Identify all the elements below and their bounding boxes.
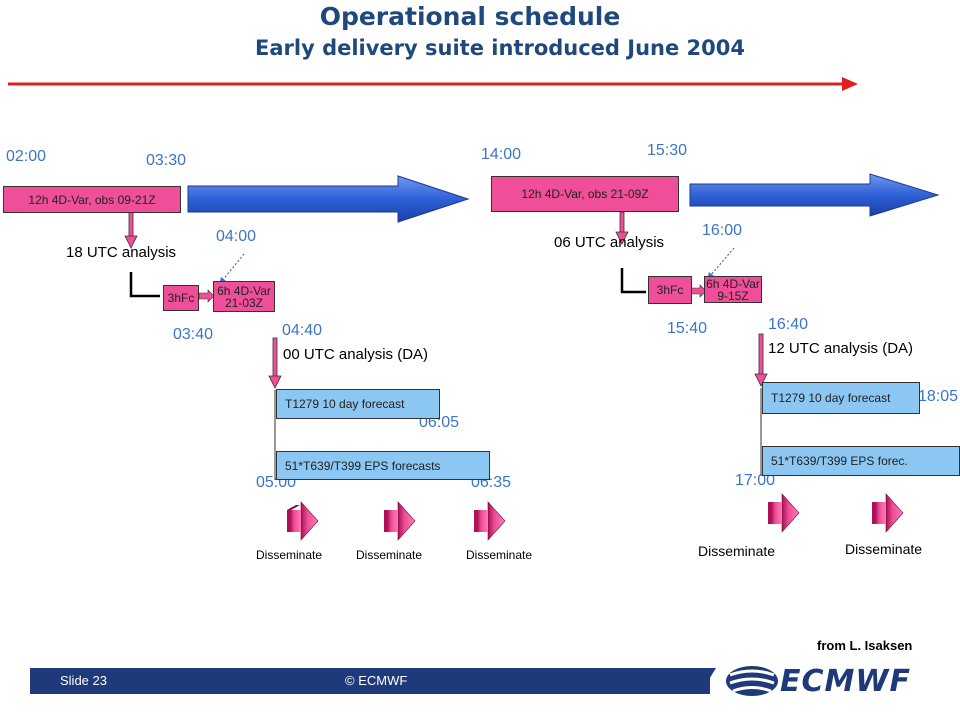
ecmwf-logo-text: ECMWF bbox=[780, 664, 911, 699]
box-4dvar-6h-right: 6h 4D-Var 9-15Z bbox=[704, 276, 762, 303]
box-3hfc-left: 3hFc bbox=[163, 285, 199, 311]
time-label: 16:00 bbox=[702, 222, 743, 239]
box-4dvar-6h-left: 6h 4D-Var 21-03Z bbox=[213, 281, 275, 312]
disseminate-label: Disseminate bbox=[466, 548, 533, 562]
disseminate-arrow bbox=[768, 493, 800, 533]
time-label: 04:00 bbox=[216, 228, 257, 245]
disseminate-arrow bbox=[384, 501, 416, 541]
slide-number: Slide 23 bbox=[60, 673, 107, 688]
box-4dvar-12h-left: 12h 4D-Var, obs 09-21Z bbox=[3, 186, 181, 213]
down-arrow bbox=[754, 333, 768, 387]
disseminate-label: Disseminate bbox=[845, 541, 923, 557]
box-line: 6h 4D-Var bbox=[706, 276, 760, 291]
analysis-label: 12 UTC analysis (DA) bbox=[768, 340, 914, 357]
down-arrow bbox=[124, 211, 138, 249]
analysis-label: 00 UTC analysis (DA) bbox=[283, 346, 429, 363]
time-label: 15:40 bbox=[667, 320, 708, 337]
ecmwf-logo-mark bbox=[726, 666, 778, 696]
box-line: 6h 4D-Var bbox=[217, 283, 271, 298]
slide-title: Operational schedule bbox=[319, 2, 621, 31]
time-label: 03:30 bbox=[146, 152, 187, 169]
box-line: 21-03Z bbox=[224, 295, 264, 310]
time-label: 03:40 bbox=[173, 326, 214, 343]
time-label: 04:40 bbox=[282, 322, 323, 339]
disseminate-arrow bbox=[474, 501, 506, 541]
disseminate-arrow bbox=[872, 493, 904, 533]
disseminate-label: Disseminate bbox=[356, 548, 423, 562]
analysis-label: 06 UTC analysis bbox=[554, 234, 665, 251]
down-arrow bbox=[268, 337, 282, 389]
box-3hfc-right: 3hFc bbox=[648, 276, 692, 304]
time-label: 16:40 bbox=[768, 316, 809, 333]
box-t1279-right: T1279 10 day forecast bbox=[762, 382, 920, 414]
disseminate-label: Disseminate bbox=[256, 548, 323, 562]
cycle-arrow-left bbox=[187, 175, 470, 223]
disseminate-label: Disseminate bbox=[698, 543, 776, 559]
time-label: 18:05 bbox=[918, 388, 959, 405]
box-t1279-left: T1279 10 day forecast bbox=[276, 389, 440, 419]
slide-subtitle: Early delivery suite introduced June 200… bbox=[255, 36, 745, 60]
cycle-arrow-right bbox=[689, 173, 940, 217]
analysis-label: 18 UTC analysis bbox=[66, 244, 177, 261]
disseminate-arrow bbox=[287, 501, 319, 541]
connector-right bbox=[620, 268, 646, 294]
time-label: 14:00 bbox=[481, 146, 522, 163]
time-label: 15:30 bbox=[647, 142, 688, 159]
box-eps-left: 51*T639/T399 EPS forecasts bbox=[276, 451, 490, 480]
credit-text: from L. Isaksen bbox=[817, 638, 913, 653]
box-line: 9-15Z bbox=[717, 288, 749, 303]
box-4dvar-12h-right: 12h 4D-Var, obs 21-09Z bbox=[491, 176, 679, 212]
time-label: 02:00 bbox=[6, 148, 47, 165]
down-arrow bbox=[615, 211, 629, 245]
time-label: 17:00 bbox=[735, 472, 776, 489]
box-eps-right: 51*T639/T399 EPS forec. bbox=[762, 446, 960, 476]
copyright: © ECMWF bbox=[345, 673, 408, 688]
connector-left bbox=[129, 272, 160, 298]
timeline-arrow bbox=[8, 77, 858, 91]
footer-bar: Slide 23 © ECMWF bbox=[30, 668, 710, 694]
